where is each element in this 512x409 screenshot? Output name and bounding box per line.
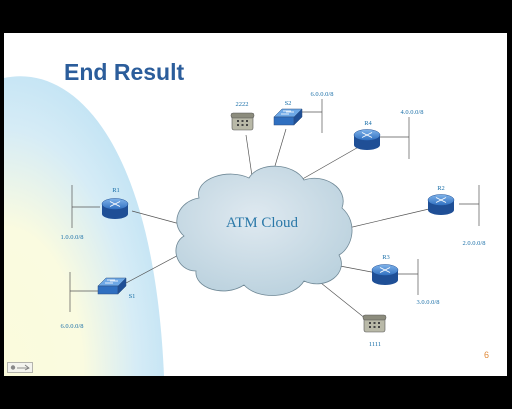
router-r1-label: R1 bbox=[112, 187, 120, 194]
link-r1-cloud bbox=[131, 210, 181, 225]
router-r2-label: R2 bbox=[437, 185, 445, 192]
net-s1-label: 6.0.0.0/8 bbox=[61, 323, 84, 330]
network-diagram: ATM Cloud 2222 S2 R4 bbox=[61, 91, 486, 348]
page-number: 6 bbox=[484, 350, 490, 360]
phone-2222-icon bbox=[230, 112, 255, 131]
switch-s1-label: S1 bbox=[129, 293, 136, 300]
router-r3-icon bbox=[371, 264, 399, 285]
switch-s2-icon bbox=[273, 108, 303, 126]
slide: End Result bbox=[4, 33, 507, 376]
net-r4-label: 4.0.0.0/8 bbox=[401, 109, 424, 116]
slide-nav-icon[interactable] bbox=[7, 362, 33, 373]
phone-2222-label: 2222 bbox=[236, 101, 249, 108]
link-s1-cloud bbox=[125, 250, 187, 284]
phone-1111-label: 1111 bbox=[369, 341, 381, 348]
slide-title: End Result bbox=[64, 59, 185, 85]
router-r1-icon bbox=[101, 198, 129, 219]
link-r2-cloud bbox=[343, 208, 430, 230]
link-r4-cloud bbox=[298, 144, 363, 182]
switch-s1-icon bbox=[97, 277, 127, 295]
phone-1111-icon bbox=[362, 314, 387, 333]
link-phone1111-cloud bbox=[315, 278, 372, 324]
router-r4-icon bbox=[353, 129, 381, 150]
switch-s2-label: S2 bbox=[285, 100, 292, 107]
net-r1-label: 1.0.0.0/8 bbox=[61, 234, 84, 241]
router-r2-icon bbox=[427, 194, 455, 215]
net-s2-label: 6.0.0.0/8 bbox=[311, 91, 334, 98]
net-r2-label: 2.0.0.0/8 bbox=[463, 240, 486, 247]
background-gradient bbox=[4, 76, 164, 376]
atm-cloud: ATM Cloud bbox=[175, 165, 353, 296]
router-r3-label: R3 bbox=[382, 254, 390, 261]
link-phone2222-cloud bbox=[245, 134, 253, 177]
router-r4-label: R4 bbox=[364, 120, 372, 127]
net-r3-label: 3.0.0.0/8 bbox=[417, 299, 440, 306]
cloud-label: ATM Cloud bbox=[226, 215, 299, 231]
